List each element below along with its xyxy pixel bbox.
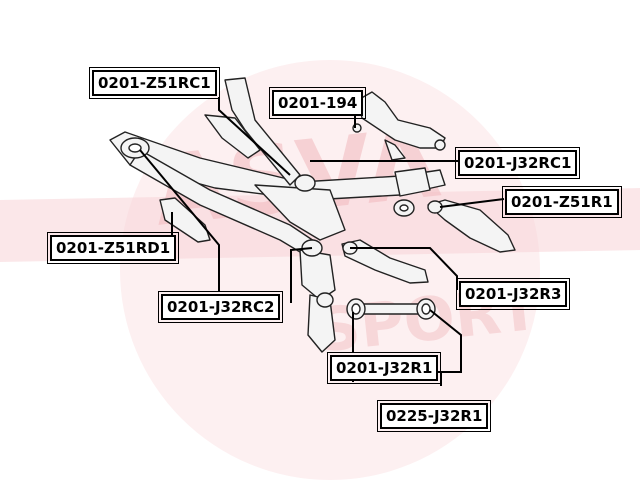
part-label-0201-194[interactable]: 0201-194 xyxy=(268,87,367,119)
part-label-0201-j32rc2[interactable]: 0201-J32RC2 xyxy=(157,291,284,323)
leader-z51r1 xyxy=(439,198,505,208)
toe-link-rod xyxy=(355,303,426,315)
leader-j32rc2-b xyxy=(290,247,313,303)
bushing-lower xyxy=(316,292,334,308)
part-label-0201-z51rd1[interactable]: 0201-Z51RD1 xyxy=(46,232,180,264)
leader-j32r3 xyxy=(350,247,458,290)
subframe-crossmember xyxy=(204,114,261,159)
bracket-left-z51rd1 xyxy=(159,197,211,243)
upper-arm-drawing xyxy=(352,91,446,161)
lower-link-body xyxy=(341,239,429,284)
lateral-arm-drawing xyxy=(427,199,516,253)
leader-j32rc2-a xyxy=(139,149,220,292)
subframe-center-block xyxy=(254,184,346,241)
part-label-0201-j32r3[interactable]: 0201-J32R3 xyxy=(455,278,571,310)
leader-225-bracket-right xyxy=(429,309,462,386)
toe-link-drawing xyxy=(346,298,436,320)
part-label-0201-z51r1[interactable]: 0201-Z51R1 xyxy=(502,186,622,218)
bushing-mount-right-hole xyxy=(399,204,409,212)
bushing-center xyxy=(294,174,316,192)
lateral-arm-bushing xyxy=(427,200,443,214)
leader-lines xyxy=(139,97,505,386)
mount-bracket-right xyxy=(394,167,431,197)
part-label-0201-j32r1[interactable]: 0201-J32R1 xyxy=(326,352,442,384)
bushing-front-left-hole xyxy=(128,143,142,153)
part-label-0201-z51rc1[interactable]: 0201-Z51RC1 xyxy=(89,67,220,99)
part-label-0225-j32r1[interactable]: 0225-J32R1 xyxy=(376,400,492,432)
lateral-arm-body xyxy=(427,199,516,253)
subframe-drawing xyxy=(109,77,446,353)
toe-link-bushing-right-hole xyxy=(421,303,431,315)
upper-arm-balljoint xyxy=(434,139,446,151)
part-label-0201-j32rc1[interactable]: 0201-J32RC1 xyxy=(454,147,581,179)
leader-z51rc1 xyxy=(218,97,291,176)
upper-arm-lower-tab xyxy=(384,139,406,161)
toe-link-bushing-left-hole xyxy=(351,303,361,315)
